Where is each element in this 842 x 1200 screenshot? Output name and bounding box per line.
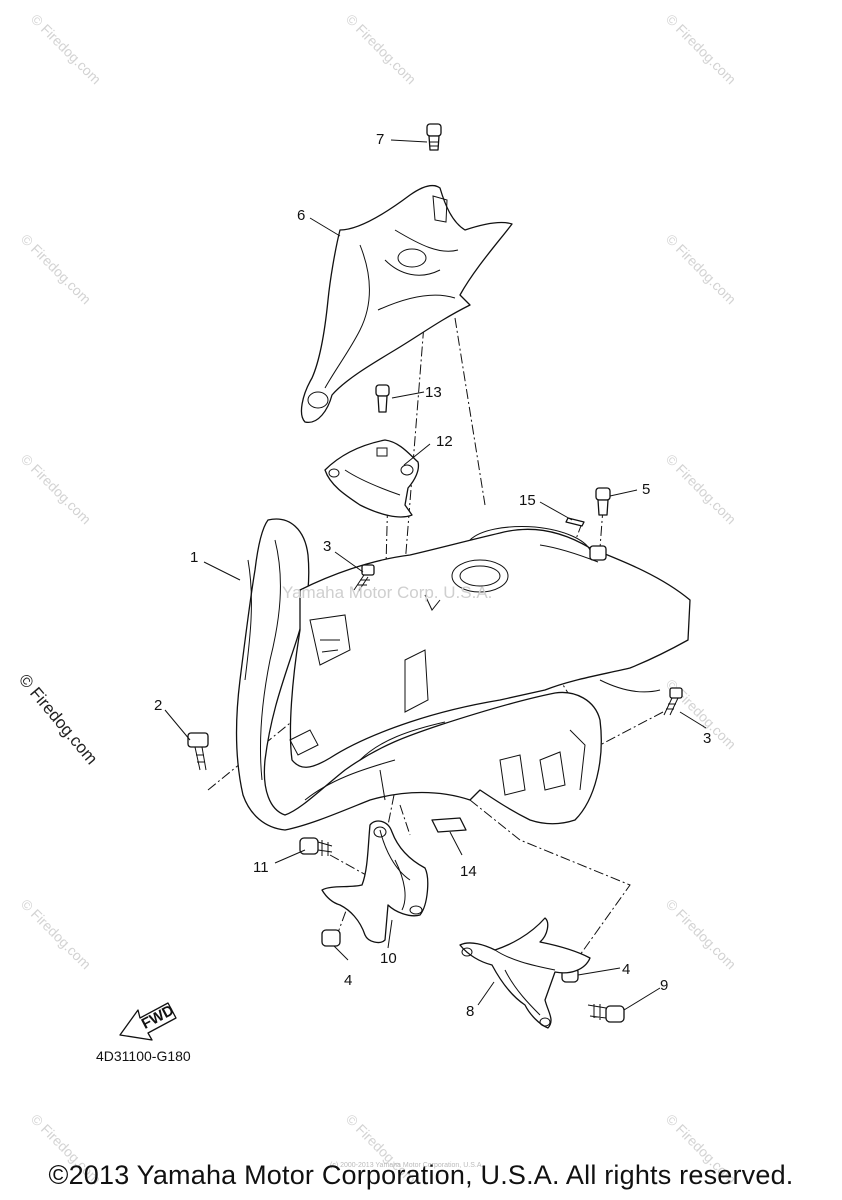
- fine-print: (c) 2000-2013 Yamaha Motor Corporation, …: [330, 1162, 484, 1169]
- callout-11: 11: [253, 859, 269, 876]
- watermark-tl: © Firedog.com: [28, 11, 104, 87]
- upper-cover-part: [300, 184, 513, 423]
- watermark-mr3: © Firedog.com: [663, 676, 739, 752]
- callout-1: 1: [190, 549, 198, 566]
- center-watermark: Yamaha Motor Corp. U.S.A.: [282, 583, 493, 602]
- callout-4b: 4: [622, 961, 630, 978]
- pin-15-part: [565, 517, 585, 527]
- callout-14: 14: [460, 863, 477, 880]
- watermark-tr: © Firedog.com: [663, 11, 739, 87]
- pad-14-part: [431, 817, 467, 833]
- callout-3b: 3: [703, 730, 711, 747]
- callout-15: 15: [519, 492, 536, 509]
- diagram-code: 4D31100-G180: [96, 1048, 191, 1064]
- watermark-mr4: © Firedog.com: [663, 896, 739, 972]
- clip-13-part: [375, 384, 390, 413]
- clip-7-part: [426, 123, 442, 151]
- watermark-ml1: © Firedog.com: [18, 231, 94, 307]
- callout-10: 10: [380, 950, 397, 967]
- callout-7: 7: [376, 131, 384, 148]
- callout-2: 2: [154, 697, 162, 714]
- bracket-12-part: [324, 439, 420, 518]
- bracket-10-part: [321, 820, 429, 944]
- front-fender-part: [235, 518, 691, 831]
- watermark-ml2: © Firedog.com: [18, 451, 94, 527]
- callouts: 7 6 13 12 5 15 3 1 2 3 14 11 10 4 4 8 9: [154, 131, 711, 1020]
- screw-3b-part: [663, 687, 683, 716]
- fwd-arrow-icon: FWD: [119, 1002, 177, 1041]
- callout-4a: 4: [344, 972, 352, 989]
- callout-13: 13: [425, 384, 442, 401]
- callout-3a: 3: [323, 538, 331, 555]
- callout-5: 5: [642, 481, 650, 498]
- callout-9: 9: [660, 977, 668, 994]
- callout-12: 12: [436, 433, 453, 450]
- watermark-mr2: © Firedog.com: [663, 451, 739, 527]
- watermark-mr1: © Firedog.com: [663, 231, 739, 307]
- callout-6: 6: [297, 207, 305, 224]
- bolt-2-part: [187, 732, 209, 771]
- bracket-8-part: [459, 917, 591, 1029]
- bolt-9-part: [587, 1004, 625, 1023]
- clip-5-part: [595, 487, 611, 516]
- bolt-11-part: [299, 837, 333, 856]
- screw-3a-part: [353, 564, 375, 593]
- watermark-side: © Firedog.com: [15, 670, 101, 768]
- watermark-ml4: © Firedog.com: [18, 896, 94, 972]
- watermark-tc: © Firedog.com: [343, 11, 419, 87]
- nut-4a-part: [321, 929, 341, 947]
- leader-lines: [164, 139, 707, 1011]
- copyright-notice: ©2013 Yamaha Motor Corporation, U.S.A. A…: [48, 1160, 794, 1190]
- callout-8: 8: [466, 1003, 474, 1020]
